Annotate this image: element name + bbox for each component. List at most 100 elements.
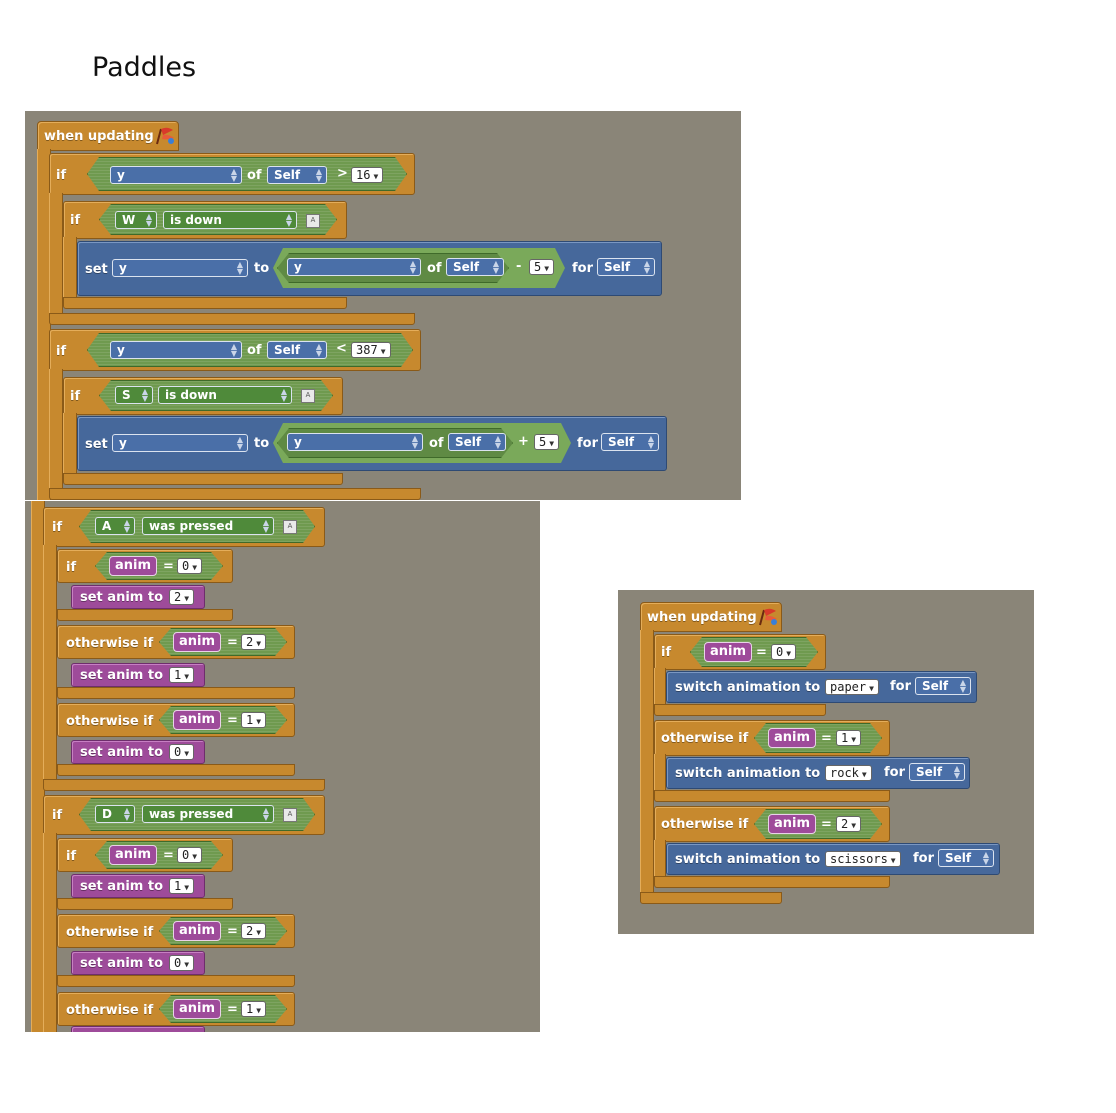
if-foot <box>57 609 233 621</box>
condition-key-down[interactable] <box>99 204 337 235</box>
flag-icon <box>759 608 777 626</box>
key-d-text: D <box>102 807 112 821</box>
object-dropdown-self[interactable]: Self▲▼ <box>267 341 327 359</box>
object-dropdown-self[interactable]: Self▲▼ <box>915 677 971 695</box>
property-dropdown-y[interactable]: y▲▼ <box>112 434 248 452</box>
number-input-0[interactable]: 0▼ <box>771 644 797 660</box>
key-state-dropdown[interactable]: is down▲▼ <box>158 386 292 404</box>
anim-variable[interactable]: anim <box>173 710 221 730</box>
property-dropdown-y[interactable]: y▲▼ <box>287 433 423 451</box>
if-label: if <box>70 213 81 228</box>
when-updating-hat[interactable]: when updating <box>640 602 782 632</box>
anim-variable[interactable]: anim <box>704 642 752 662</box>
set-anim-block[interactable]: set anim to <box>71 740 205 764</box>
anim-variable[interactable]: anim <box>109 845 157 865</box>
prop-y-text: y <box>117 343 125 357</box>
of-label: of <box>429 436 444 451</box>
anim-variable[interactable]: anim <box>173 632 221 652</box>
object-dropdown-self[interactable]: Self▲▼ <box>448 433 506 451</box>
script-canvas-switch[interactable]: when updating if anim = 0▼ switch animat… <box>618 590 1034 934</box>
value-text: 2 <box>246 635 254 649</box>
dropdown-arrow-icon: ▼ <box>184 672 190 681</box>
switch-animation-block[interactable]: switch animation to <box>666 843 1000 875</box>
object-dropdown-self[interactable]: Self▲▼ <box>938 849 994 867</box>
key-state-dropdown[interactable]: was pressed▲▼ <box>142 517 274 535</box>
eq-operator: = <box>227 635 238 650</box>
key-dropdown-d[interactable]: D▲▼ <box>95 805 135 823</box>
spinner-icon: ▲▼ <box>494 434 501 450</box>
spinner-icon: ▲▼ <box>315 167 322 183</box>
limit-top-text: 16 <box>356 168 371 182</box>
number-input-2[interactable]: 2▼ <box>836 816 862 832</box>
spinner-icon: ▲▼ <box>982 850 989 866</box>
number-input-0[interactable]: 0▼ <box>169 744 195 760</box>
spinner-icon: ▲▼ <box>315 342 322 358</box>
spinner-icon: ▲▼ <box>285 212 292 228</box>
anim-variable[interactable]: anim <box>109 556 157 576</box>
number-input-2[interactable]: 2▼ <box>169 589 195 605</box>
prop-y-text: y <box>117 168 125 182</box>
animation-dropdown-paper[interactable]: paper▼ <box>825 679 879 695</box>
is-down-text: is down <box>165 388 217 402</box>
for-label: for <box>890 679 911 694</box>
property-dropdown-y[interactable]: y▲▼ <box>110 341 242 359</box>
key-dropdown-a[interactable]: A▲▼ <box>95 517 135 535</box>
anim-variable[interactable]: anim <box>173 921 221 941</box>
if-label: if <box>56 168 67 183</box>
anim-variable[interactable]: anim <box>173 999 221 1019</box>
number-input-2[interactable]: 2▼ <box>241 923 267 939</box>
number-input-0[interactable]: 0▼ <box>169 955 195 971</box>
number-input-1[interactable]: 1▼ <box>169 667 195 683</box>
script-canvas-movement[interactable]: when updating if y▲▼ of Self▲▼ > 16▼ if … <box>25 111 741 500</box>
number-input-1[interactable]: 1▼ <box>241 712 267 728</box>
dropdown-arrow-icon: ▼ <box>869 684 874 693</box>
number-input-5[interactable]: 5▼ <box>534 434 560 450</box>
key-icon: A <box>306 214 320 228</box>
spinner-icon: ▲▼ <box>647 434 654 450</box>
key-state-dropdown[interactable]: was pressed▲▼ <box>142 805 274 823</box>
anim-variable[interactable]: anim <box>768 814 816 834</box>
for-label: for <box>884 765 905 780</box>
number-input-387[interactable]: 387▼ <box>351 342 391 358</box>
anim-variable[interactable]: anim <box>768 728 816 748</box>
key-dropdown-w[interactable]: W▲▼ <box>115 211 157 229</box>
object-dropdown-self[interactable]: Self ▲▼ <box>601 433 659 451</box>
number-input-1[interactable]: 1▼ <box>241 1001 267 1017</box>
key-dropdown-s[interactable]: S ▲▼ <box>115 386 153 404</box>
animation-dropdown-scissors[interactable]: scissors▼ <box>825 851 901 867</box>
number-input-2[interactable]: 2▼ <box>241 634 267 650</box>
property-dropdown-y[interactable]: y ▲▼ <box>110 166 242 184</box>
when-updating-hat[interactable]: when updating <box>37 121 179 151</box>
if-label: if <box>52 808 63 823</box>
number-input-16[interactable]: 16▼ <box>351 167 384 183</box>
key-s-text: S <box>122 388 131 402</box>
number-input-0[interactable]: 0▼ <box>177 558 203 574</box>
number-input-0[interactable]: 0▼ <box>177 847 203 863</box>
key-state-dropdown[interactable]: is down▲▼ <box>163 211 297 229</box>
value-text: 1 <box>841 731 849 745</box>
object-dropdown-self[interactable]: Self▲▼ <box>909 763 965 781</box>
set-anim-block[interactable] <box>71 1026 205 1032</box>
number-input-5[interactable]: 5▼ <box>529 259 555 275</box>
if-rail <box>49 193 63 319</box>
object-dropdown-self[interactable]: Self▲▼ <box>267 166 327 184</box>
if-foot <box>57 898 233 910</box>
dropdown-arrow-icon: ▼ <box>851 821 857 830</box>
property-dropdown-y[interactable]: y▲▼ <box>112 259 248 277</box>
animation-dropdown-rock[interactable]: rock▼ <box>825 765 872 781</box>
self-text: Self <box>608 435 635 449</box>
value-text: 0 <box>182 559 190 573</box>
for-label: for <box>572 261 593 276</box>
object-dropdown-self[interactable]: Self▲▼ <box>597 258 655 276</box>
eq-operator: = <box>227 713 238 728</box>
spinner-icon: ▲▼ <box>953 764 960 780</box>
hat-label: when updating <box>647 610 757 625</box>
number-input-1[interactable]: 1▼ <box>169 878 195 894</box>
script-canvas-anim[interactable]: if A▲▼ was pressed▲▼ A if anim = 0▼ set … <box>25 501 540 1032</box>
object-dropdown-self[interactable]: Self▲▼ <box>446 258 504 276</box>
spinner-icon: ▲▼ <box>230 167 237 183</box>
self-text: Self <box>922 679 949 693</box>
spinner-icon: ▲▼ <box>141 387 148 403</box>
property-dropdown-y[interactable]: y▲▼ <box>287 258 421 276</box>
number-input-1[interactable]: 1▼ <box>836 730 862 746</box>
